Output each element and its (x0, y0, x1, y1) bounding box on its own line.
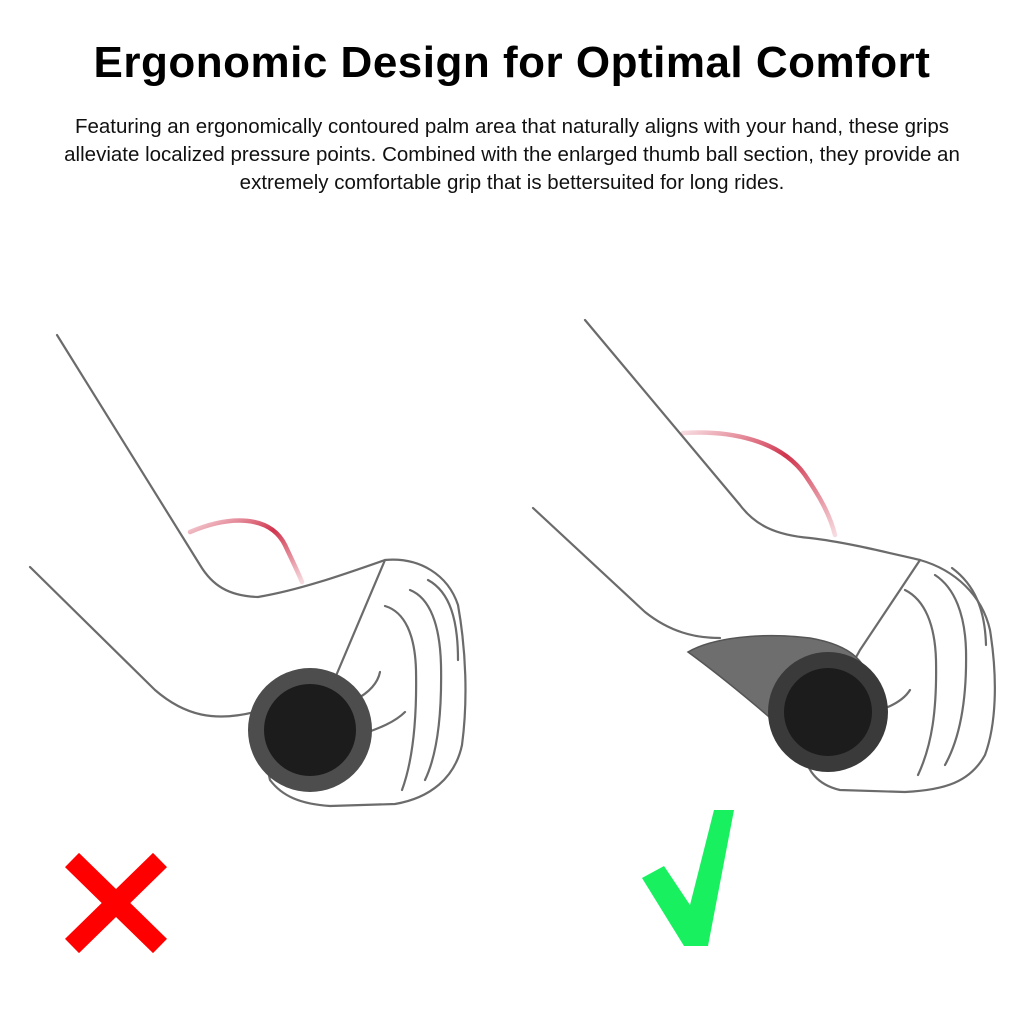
finger-line-2-right (933, 573, 968, 767)
forearm-upper-outline-right (583, 318, 922, 562)
page-title: Ergonomic Design for Optimal Comfort (93, 38, 931, 87)
forearm-lower-outline-left (28, 565, 257, 718)
check-icon (642, 810, 734, 946)
forearm-lower-outline-right (531, 506, 722, 640)
forearm-upper-outline-left (55, 333, 387, 599)
ergonomic-grip-illustration (531, 318, 996, 794)
finger-line-2-left (408, 588, 443, 782)
finger-line-3-right (950, 566, 988, 647)
grip-inner-left (264, 684, 356, 776)
grip-inner-right (784, 668, 872, 756)
finger-line-1-left (383, 604, 418, 792)
description-text: Featuring an ergonomically contoured pal… (64, 115, 960, 194)
finger-line-1-right (903, 588, 938, 777)
cross-icon (65, 852, 167, 954)
finger-line-3-left (426, 578, 460, 662)
standard-grip-illustration (28, 333, 467, 808)
pressure-arc-left (187, 518, 305, 585)
pressure-arc-right (680, 430, 838, 538)
